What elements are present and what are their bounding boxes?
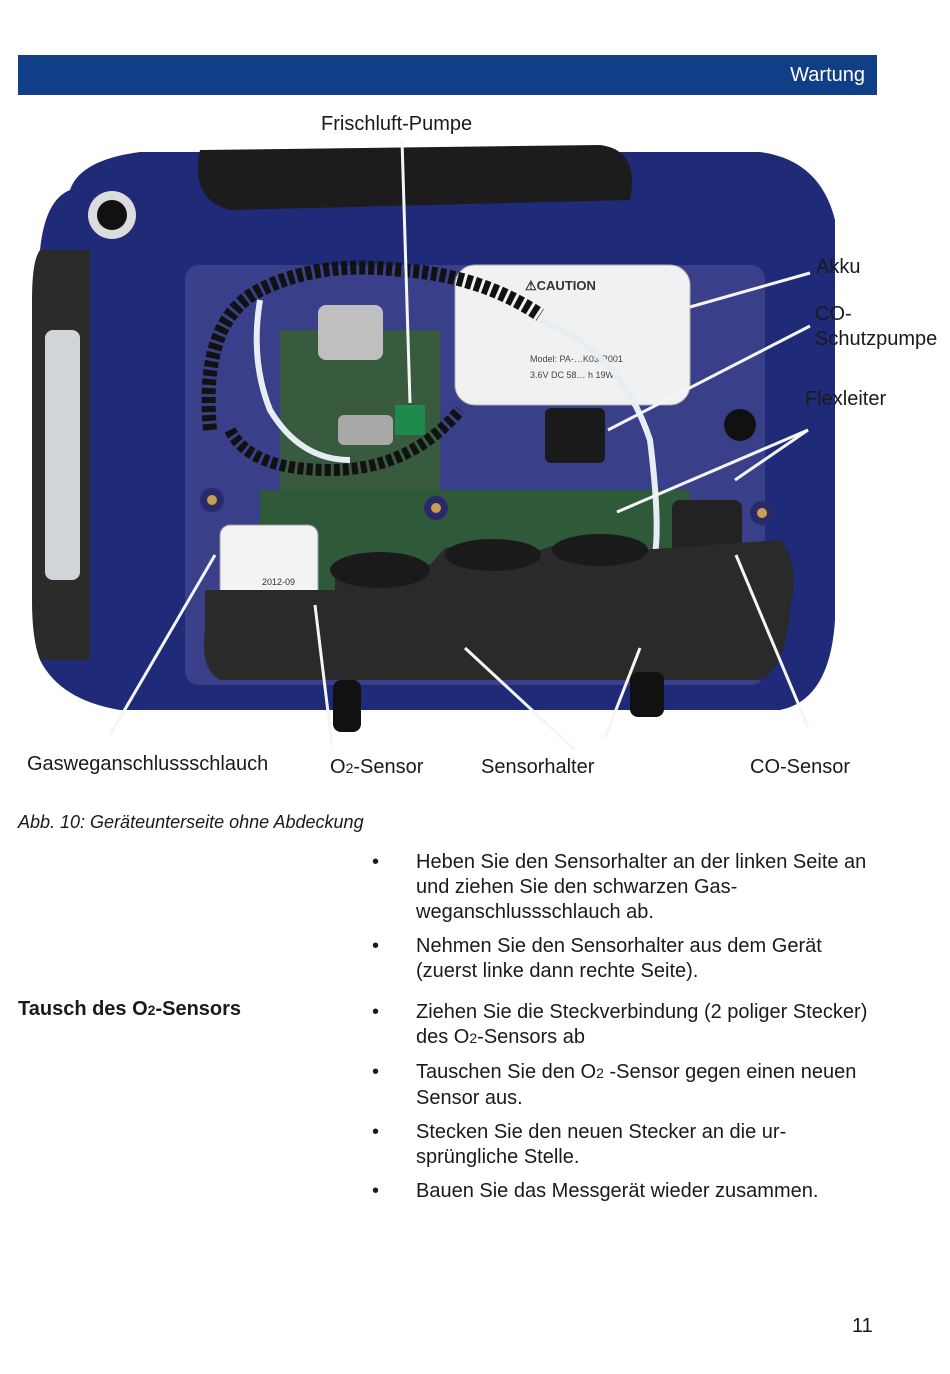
figure-caption: Abb. 10: Geräteunterseite ohne Abdeckung (18, 812, 364, 832)
list-item: Bauen Sie das Messgerät wieder zusammen. (370, 1179, 870, 1204)
step1-text-b: -Sensors ab (477, 1026, 585, 1048)
list-item: Tauschen Sie den O2 -Sensor gegen einen … (370, 1060, 870, 1111)
step1-subscript: 2 (469, 1030, 478, 1046)
list-item: Heben Sie den Sensorhalter an der linken… (370, 850, 870, 925)
callout-sensor-holder: Sensorhalter (481, 756, 595, 778)
page-number: 11 (852, 1315, 873, 1337)
callout-flex-conductor: Flexleiter (805, 388, 887, 410)
callout-o2-subscript: 2 (345, 760, 354, 776)
battery-caution-label: ⚠CAUTION (525, 278, 596, 293)
heading-subscript: 2 (147, 1002, 156, 1018)
device-figure: ⚠CAUTION Model: PA-…K03.R001 3.6V DC 58…… (0, 100, 950, 800)
callout-battery: Akku (816, 256, 861, 278)
section-title: Wartung (790, 64, 865, 86)
heading-prefix: Tausch des O (18, 998, 148, 1020)
callout-co-sensor: CO-Sensor (750, 756, 851, 778)
callout-co-protection-pump-line1: CO- (815, 303, 852, 325)
callout-o2-sensor: O2-Sensor (330, 755, 423, 780)
heading-suffix: -Sensors (155, 998, 242, 1020)
callout-fresh-air-pump: Frischluft-Pumpe (321, 113, 473, 135)
callout-leader-lines (108, 139, 811, 752)
step2-text-a: Tauschen Sie den O (416, 1061, 597, 1083)
o2-sensor-date-label: 2012-09 (262, 577, 295, 587)
callout-o2-prefix: O (330, 756, 346, 778)
step1-text-a: Ziehen Sie die Steckverbindung (2 polige… (416, 1001, 868, 1048)
callout-co-protection-pump-line2: Schutzpumpe (815, 328, 938, 350)
list-item: Nehmen Sie den Sensorhalter aus dem Gerä… (370, 934, 870, 984)
steps-list-o2-replacement: Ziehen Sie die Steckverbindung (2 polige… (370, 1000, 870, 1213)
step2-subscript: 2 (596, 1065, 604, 1081)
device-photo-illustration: ⚠CAUTION Model: PA-…K03.R001 3.6V DC 58…… (32, 139, 835, 752)
battery-model-label: Model: PA-…K03.R001 (530, 354, 623, 364)
battery-spec-label: 3.6V DC 58… h 19Wh (530, 370, 619, 380)
callout-o2-suffix: -Sensor (353, 756, 424, 778)
steps-list-remove-holder: Heben Sie den Sensorhalter an der linken… (370, 850, 870, 993)
callout-gas-path-hose: Gasweganschlussschlauch (27, 753, 269, 775)
list-item: Ziehen Sie die Steckverbindung (2 polige… (370, 1000, 870, 1051)
section-heading-o2-sensor-replacement: Tausch des O2-Sensors (18, 998, 241, 1021)
list-item: Stecken Sie den neuen Stecker an die ur-… (370, 1120, 870, 1170)
step2-text-b: -Sensor gegen einen neuen Sensor aus. (416, 1061, 857, 1109)
section-header-bar: Wartung (18, 55, 877, 95)
